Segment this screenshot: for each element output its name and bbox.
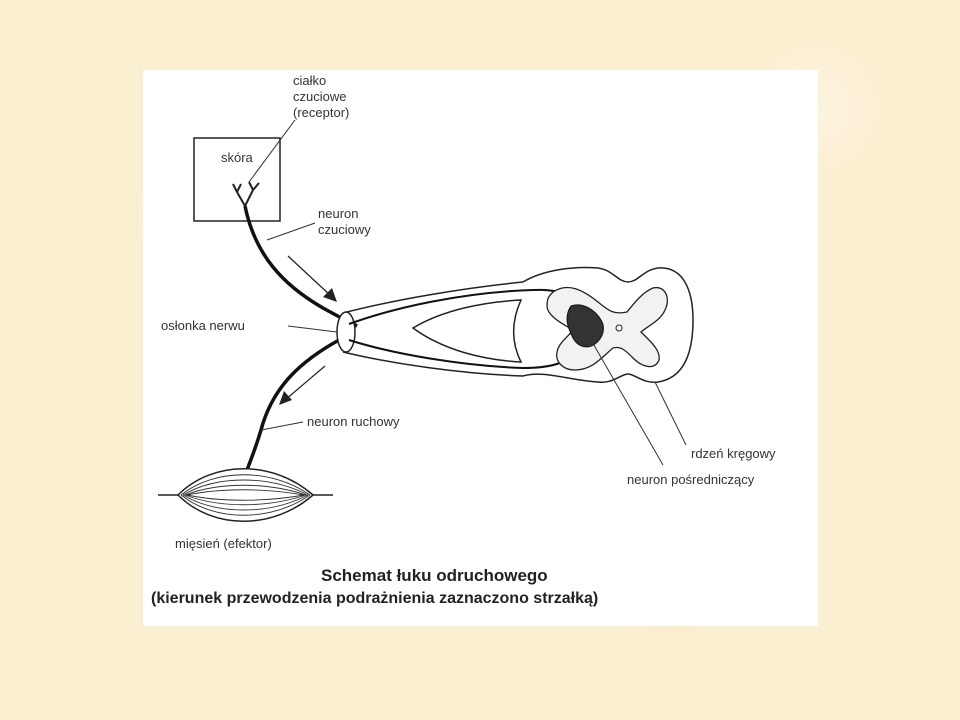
arrow-sensory [287, 255, 337, 302]
label-interneuron: neuron pośredniczący [627, 472, 755, 487]
receptor-branches [232, 181, 260, 207]
nerve-sheath-tube [342, 281, 524, 377]
label-sensory-line2: czuciowy [318, 222, 371, 237]
label-receptor-line1: ciałko [293, 73, 327, 88]
sensory-inner-fiber [348, 288, 574, 325]
label-receptor-line2: czuciowe [293, 89, 347, 104]
motor-inner-fiber [348, 339, 576, 370]
central-canal [615, 324, 623, 332]
arrow-motor [279, 365, 326, 405]
skin-box [193, 137, 281, 222]
pointer-motor [260, 421, 304, 431]
spinal-cord-outline [522, 266, 694, 383]
label-skin: skóra [221, 150, 253, 165]
pointer-interneuron [590, 339, 664, 466]
pointer-receptor [248, 119, 296, 183]
label-muscle: mięsień (efektor) [175, 536, 272, 551]
pointer-sensory [266, 222, 316, 241]
label-receptor-line3: (receptor) [293, 105, 350, 120]
root-loop [411, 299, 523, 363]
label-sensory-line1: neuron [318, 206, 359, 221]
grey-matter [546, 286, 668, 371]
diagram-subtitle: (kierunek przewodzenia podrażnienia zazn… [151, 590, 599, 607]
diagram-panel: ciałko czuciowe (receptor) skóra neuron … [143, 70, 818, 626]
interneuron [566, 304, 604, 348]
diagram-title: Schemat łuku odruchowego [321, 566, 548, 585]
label-sensory-neuron: neuron czuciowy [318, 206, 371, 238]
pointer-spinal-cord [654, 381, 687, 446]
motor-neuron-fiber [243, 338, 340, 476]
pointer-sheath [287, 325, 338, 333]
label-receptor: ciałko czuciowe (receptor) [293, 73, 349, 121]
muscle-effector [158, 468, 333, 522]
nerve-sheath-opening [336, 311, 356, 353]
label-spinal-cord: rdzeń kręgowy [691, 446, 776, 461]
label-nerve-sheath: osłonka nerwu [161, 318, 245, 333]
reflex-arc-diagram [158, 119, 694, 522]
label-motor-neuron: neuron ruchowy [307, 414, 400, 429]
